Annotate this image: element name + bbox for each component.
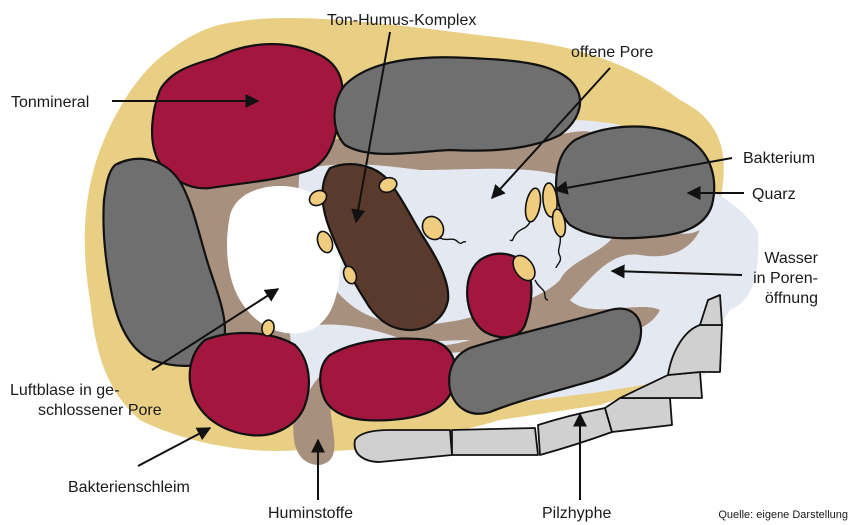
label-wasser-line3: öffnung <box>765 290 818 307</box>
source-credit: Quelle: eigene Darstellung <box>718 509 848 521</box>
label-bakterienschleim: Bakterienschleim <box>68 479 190 496</box>
label-wasser: Wasser <box>764 250 818 267</box>
label-tonmineral: Tonmineral <box>11 94 89 111</box>
label-ton-humus-komplex: Ton-Humus-Komplex <box>327 12 476 29</box>
label-bakterium: Bakterium <box>743 150 815 167</box>
label-wasser-line2: in Poren- <box>753 270 818 287</box>
label-luftblase: Luftblase in ge- <box>10 382 119 399</box>
label-luftblase-line2: schlossener Pore <box>38 402 162 419</box>
quartz-right <box>556 127 714 239</box>
label-quarz: Quarz <box>752 186 796 203</box>
label-huminstoffe: Huminstoffe <box>268 505 353 522</box>
label-pilzhyphe: Pilzhyphe <box>542 505 611 522</box>
clay-mineral-bottom-center <box>320 339 455 421</box>
label-offene-pore: offene Pore <box>571 44 654 61</box>
